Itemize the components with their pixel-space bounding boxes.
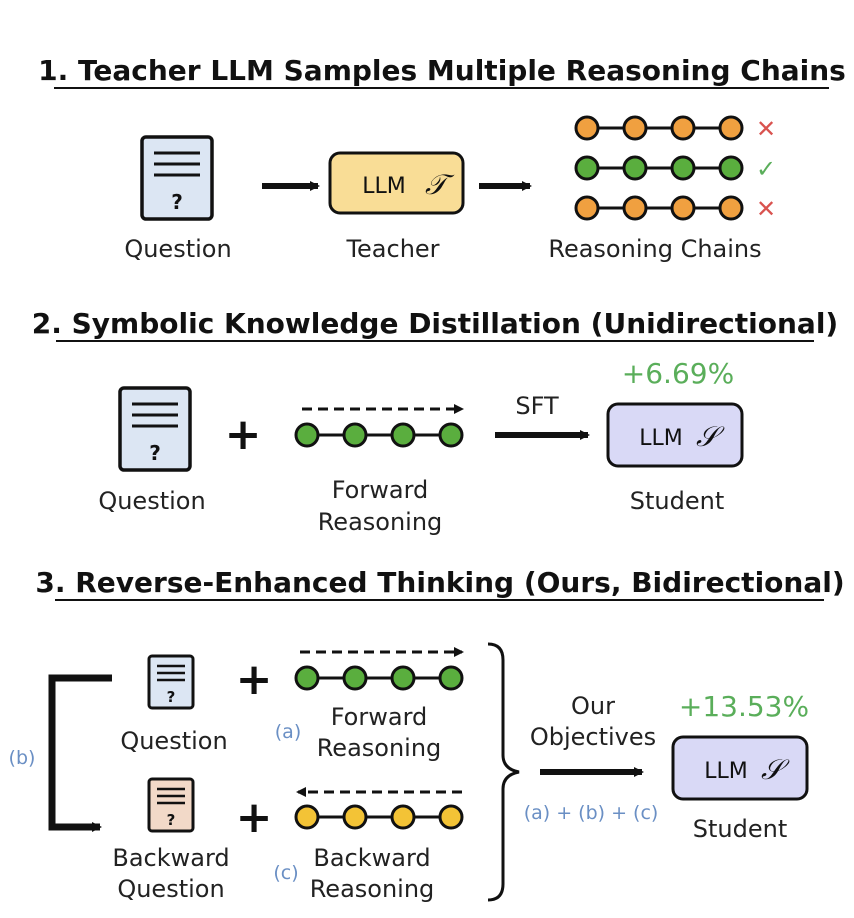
forward-label-line2: Reasoning [317,734,442,762]
question-document-icon: ? [118,386,192,472]
student-llm-box [606,402,744,468]
gain-label: +6.69% [622,357,734,390]
chain-node [294,665,320,691]
backward-label-line2: Reasoning [310,875,435,903]
question-label: Question [98,487,205,515]
chain-node [438,804,464,830]
reasoning-chain-wrong-2 [574,195,744,221]
section-2-title: 2. Symbolic Knowledge Distillation (Unid… [32,307,838,340]
curly-brace [487,642,520,902]
chain-node [574,115,600,141]
backward-question-document-icon: ? [147,777,195,833]
backward-reasoning-chain [294,804,464,830]
check-mark-icon: ✓ [756,155,776,183]
chain-node [294,422,320,448]
section-3: 3. Reverse-Enhanced Thinking (Ours, Bidi… [9,566,845,903]
question-label: Question [120,727,227,755]
chain-node [438,665,464,691]
plus-sign: + [236,792,273,843]
chain-node [718,155,744,181]
forward-label-line1: Forward [332,476,429,504]
student-llm-label: LLM [639,426,683,451]
svg-text:?: ? [167,688,176,706]
chain-node [718,195,744,221]
section-3-title: 3. Reverse-Enhanced Thinking (Ours, Bidi… [35,566,844,599]
b-tag: (b) [9,747,36,769]
reasoning-chain-wrong-1 [574,115,744,141]
objectives-formula: (a) + (b) + (c) [524,802,659,824]
gain-label: +13.53% [679,690,809,723]
chain-node [622,195,648,221]
svg-text:?: ? [149,441,161,465]
chain-node [390,665,416,691]
plus-sign: + [225,409,262,460]
section-2: 2. Symbolic Knowledge Distillation (Unid… [32,307,838,536]
chain-node [574,155,600,181]
reasoning-chains-label: Reasoning Chains [548,235,761,263]
chain-node [342,804,368,830]
backward-question-label-line1: Backward [112,844,229,872]
backward-question-generation-arrow [48,674,112,832]
svg-text:?: ? [167,811,176,829]
student-llm-label: LLM [704,759,748,784]
question-label: Question [124,235,231,263]
plus-sign: + [236,654,273,705]
forward-label-line1: Forward [331,703,428,731]
forward-reasoning-chain [294,665,464,691]
chain-node [390,422,416,448]
forward-label-line2: Reasoning [318,508,443,536]
forward-reasoning-chain [294,422,464,448]
chain-node [574,195,600,221]
section-1: 1. Teacher LLM Samples Multiple Reasonin… [38,54,846,263]
student-label: Student [693,815,787,843]
question-document-icon: ? [140,135,214,221]
teacher-llm-box [328,151,465,215]
teacher-llm-label: LLM [362,174,406,199]
chain-node [342,422,368,448]
a-tag: (a) [275,721,301,743]
section-1-title: 1. Teacher LLM Samples Multiple Reasonin… [38,54,846,87]
backward-label-line1: Backward [313,844,430,872]
chain-node [718,115,744,141]
chain-node [438,422,464,448]
chain-node [342,665,368,691]
chain-node [670,195,696,221]
chain-node [670,115,696,141]
question-document-icon: ? [147,654,195,710]
wrong-mark-icon: ✕ [756,115,776,143]
teacher-label: Teacher [345,235,439,263]
student-llm-box [671,735,809,801]
chain-node [622,155,648,181]
backward-question-label-line2: Question [117,875,224,903]
svg-text:?: ? [171,190,183,214]
reasoning-chain-correct [574,155,744,181]
chain-node [294,804,320,830]
sft-label: SFT [515,392,559,420]
chain-node [390,804,416,830]
objectives-label-line1: Our [571,692,615,720]
chain-node [670,155,696,181]
chain-node [622,115,648,141]
student-label: Student [630,487,724,515]
wrong-mark-icon: ✕ [756,195,776,223]
c-tag: (c) [273,862,298,884]
objectives-label-line2: Objectives [530,723,656,751]
